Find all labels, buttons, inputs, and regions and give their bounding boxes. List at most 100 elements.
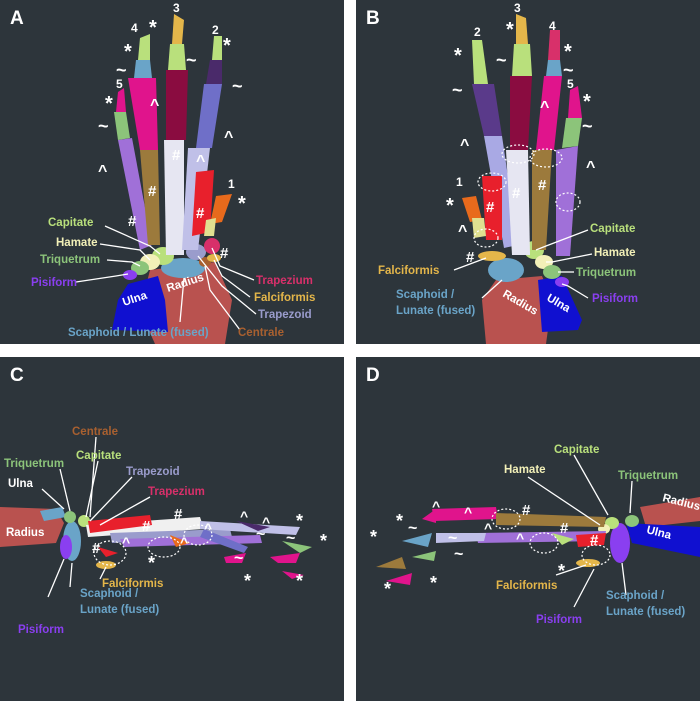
symbol-caret: ^ — [240, 508, 248, 524]
digit3-metacarpal — [86, 517, 204, 537]
digit1-phalanx — [210, 194, 232, 224]
digit2-penultimate — [206, 60, 222, 84]
leader-line — [629, 480, 633, 514]
symbol-hash: # — [174, 506, 183, 523]
scaphoid-lunate-bone — [161, 258, 205, 278]
claw — [282, 541, 312, 553]
digit-number: 5 — [567, 77, 574, 91]
symbol-star: * — [238, 193, 246, 215]
label-ulna: Ulna — [8, 478, 34, 490]
digit5-phalanx — [562, 118, 582, 148]
panel-d-figure: # # # ^ ^ ^ ^ ~ ~ ~ * * * * * D Capitate… — [366, 365, 700, 626]
symbol-hash: # — [128, 213, 137, 230]
label-scaphoid-lunate: Scaphoid / — [80, 588, 139, 600]
leader-line — [75, 273, 129, 283]
label-pisiform: Pisiform — [592, 293, 638, 305]
claw — [376, 557, 406, 569]
label-falciformis: Falciformis — [254, 292, 315, 304]
symbol-star: * — [506, 19, 514, 41]
label-ulna: Ulna — [645, 524, 673, 542]
digit-number: 3 — [173, 1, 180, 15]
symbol-caret: ^ — [224, 129, 233, 146]
label-pisiform: Pisiform — [31, 277, 77, 289]
pisiform-bone — [60, 535, 72, 559]
digit4-metacarpal — [140, 150, 160, 245]
label-hamate: Hamate — [56, 237, 98, 249]
triquetrum-bone — [131, 261, 149, 275]
claw — [224, 553, 246, 563]
label-falciformis: Falciformis — [378, 265, 439, 277]
label-trapezoid: Trapezoid — [126, 466, 180, 478]
digit-number: 4 — [549, 19, 556, 33]
claw — [422, 509, 436, 523]
label-triquetrum: Triquetrum — [40, 254, 100, 266]
panel-a: * * * * * ~ ~ ~ ~ ^ ^ ^ ^ # # # # # 3 4 … — [0, 0, 344, 344]
digit3-penultimate — [512, 44, 532, 76]
ulna-bone — [112, 276, 168, 332]
symbol-star: * — [370, 527, 377, 547]
symbol-caret: ^ — [122, 534, 130, 550]
leader-line — [41, 488, 65, 510]
symbol-star: * — [223, 35, 231, 57]
claw — [282, 571, 304, 579]
symbol-hash: # — [590, 532, 599, 549]
digit4-penultimate — [546, 60, 562, 76]
label-centrale: Centrale — [238, 327, 284, 339]
symbol-caret: ^ — [180, 534, 188, 550]
leader-line — [213, 259, 251, 298]
symbol-hash: # — [92, 540, 101, 557]
leader-line — [573, 568, 595, 608]
leader-line — [573, 454, 609, 516]
symbol-caret: ^ — [150, 97, 159, 114]
symbol-hash: # — [220, 245, 229, 262]
label-falciformis: Falciformis — [102, 578, 163, 590]
panel-b-figure: * * * * * ~ ~ ~ ~ ^ ^ ^ ^ # # # # 3 2 4 … — [366, 1, 638, 344]
digit3-phalanx — [510, 76, 532, 150]
label-falciformis: Falciformis — [496, 580, 557, 592]
label-hamate: Hamate — [594, 247, 636, 259]
label-capitate: Capitate — [76, 450, 121, 462]
digit4-claw — [138, 34, 150, 60]
label-triquetrum: Triquetrum — [4, 458, 64, 470]
digit3-claw — [172, 14, 184, 44]
joint-highlight — [501, 144, 535, 164]
digit2-claw — [472, 40, 488, 84]
digit-number: 3 — [514, 1, 521, 15]
label-trapezium: Trapezium — [148, 486, 205, 498]
symbol-hash: # — [172, 147, 181, 164]
symbol-tilde: ~ — [98, 116, 109, 136]
symbol-star: * — [384, 579, 391, 599]
claw — [98, 547, 118, 557]
panel-b: * * * * * ~ ~ ~ ~ ^ ^ ^ ^ # # # # 3 2 4 … — [356, 0, 700, 344]
symbol-star: * — [296, 571, 303, 591]
radius-bone — [640, 497, 700, 527]
scaphoid-lunate-bone — [488, 258, 524, 282]
symbol-tilde: ~ — [563, 60, 574, 80]
symbol-star: * — [105, 93, 113, 115]
label-scaphoid-lunate: Lunate (fused) — [396, 305, 475, 317]
symbol-hash: # — [142, 518, 151, 535]
joint-highlight — [529, 532, 559, 554]
digit-number: 5 — [116, 77, 123, 91]
claw — [552, 533, 574, 545]
label-triquetrum: Triquetrum — [618, 470, 678, 482]
joint-highlight — [581, 544, 611, 566]
ulna-bone — [538, 276, 582, 332]
digit5-metacarpal — [436, 533, 486, 543]
symbol-caret: ^ — [464, 504, 472, 520]
label-scaphoid-lunate: Lunate (fused) — [606, 606, 685, 618]
symbol-tilde: ~ — [232, 76, 243, 96]
digit4-penultimate — [134, 60, 152, 78]
joint-highlight — [491, 508, 521, 530]
label-capitate: Capitate — [590, 223, 635, 235]
digit1-metacarpal — [482, 176, 502, 240]
symbol-star: * — [148, 553, 155, 573]
symbol-star: * — [396, 511, 403, 531]
label-trapezium: Trapezium — [256, 275, 313, 287]
symbol-caret: ^ — [98, 163, 107, 180]
digit5-claw — [568, 86, 582, 118]
digit4-phalanx — [128, 78, 158, 150]
digit4-claw — [548, 30, 560, 60]
label-scaphoid-lunate: Scaphoid / — [606, 590, 665, 602]
digit-number: 4 — [131, 21, 138, 35]
